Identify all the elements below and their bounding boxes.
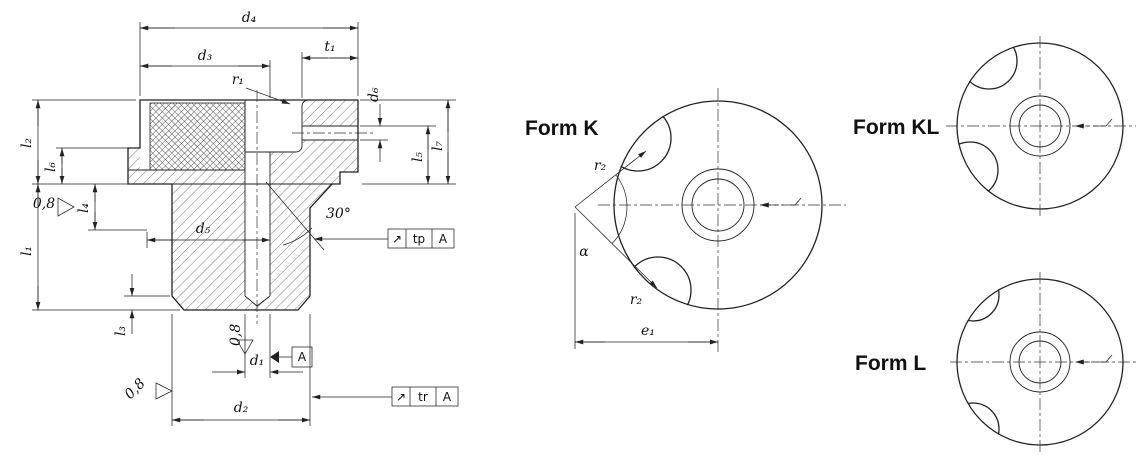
form-kl-view: Form KL [853, 36, 1136, 218]
form-k-title: Form K [525, 117, 599, 140]
dimension-lines [35, 25, 451, 423]
dim-label-d2: d₂ [234, 400, 249, 416]
dim-label-r1: r₁ [232, 72, 244, 88]
dim-label-r2-upper: r₂ [594, 158, 607, 174]
dim-label-l3: l₃ [113, 326, 129, 336]
dim-label-d5: d₅ [196, 221, 211, 237]
runout-icon: ↗ [392, 232, 402, 246]
roughness-symbol-bore: 0,8 [228, 324, 254, 355]
runout-icon: ↗ [396, 390, 406, 404]
form-l-title: Form L [855, 352, 926, 375]
fcf-tp-tolerance: tp [413, 232, 425, 246]
thread-direction-arrow [760, 197, 802, 208]
dim-label-l7: l₇ [430, 141, 446, 151]
fcf-tr-datum: A [443, 390, 452, 404]
form-l-notches [956, 278, 1000, 446]
dim-label-l1: l₁ [19, 246, 35, 256]
form-kl-title: Form KL [853, 116, 940, 139]
roughness-value: 0,8 [33, 196, 55, 212]
dim-label-l2: l₂ [19, 138, 35, 148]
dim-label-l6: l₆ [43, 162, 59, 172]
form-kl-notches [956, 42, 1018, 199]
angle-30-dimension: 30° [265, 181, 351, 251]
roughness-value: 0,8 [122, 376, 149, 403]
dim-label-d3: d₃ [198, 48, 213, 64]
dim-label-d6: d₆ [366, 87, 382, 102]
roughness-value: 0,8 [228, 324, 244, 346]
centerlines [256, 90, 374, 324]
dim-label-l5: l₅ [410, 152, 426, 162]
dim-label-l4: l₄ [76, 203, 92, 213]
main-section-view: 30° [19, 10, 459, 426]
dim-label-alpha: α [579, 244, 589, 260]
dim-label-d4: d₄ [242, 10, 257, 26]
form-k-view: Form K r₂ α r₂ e₁ [525, 88, 846, 352]
fcf-tp: ↗ tp A [314, 228, 455, 249]
form-l-view: Form L [855, 272, 1136, 452]
dim-label-e1: e₁ [641, 323, 655, 339]
fcf-tr-tolerance: tr [418, 390, 428, 404]
form-k-notches [613, 104, 692, 310]
form-k-dimensions [574, 150, 718, 349]
datum-feature-symbol: A [270, 346, 313, 368]
roughness-symbol-thread: 0,8 [122, 376, 173, 403]
dim-label-r2-lower: r₂ [630, 292, 643, 308]
roughness-symbol-head: 0,8 [33, 196, 75, 217]
thread-direction-arrow [1075, 354, 1113, 365]
dim-label-30deg: 30° [326, 206, 351, 222]
knurl-texture [149, 102, 246, 171]
dim-label-t1: t₁ [324, 39, 335, 55]
fcf-tp-datum: A [439, 232, 448, 246]
section-hatching [128, 100, 358, 310]
thread-direction-arrow [1075, 118, 1113, 129]
dim-label-d1: d₁ [250, 353, 265, 369]
datum-label: A [298, 350, 307, 364]
fcf-tr: ↗ tr A [312, 386, 459, 407]
